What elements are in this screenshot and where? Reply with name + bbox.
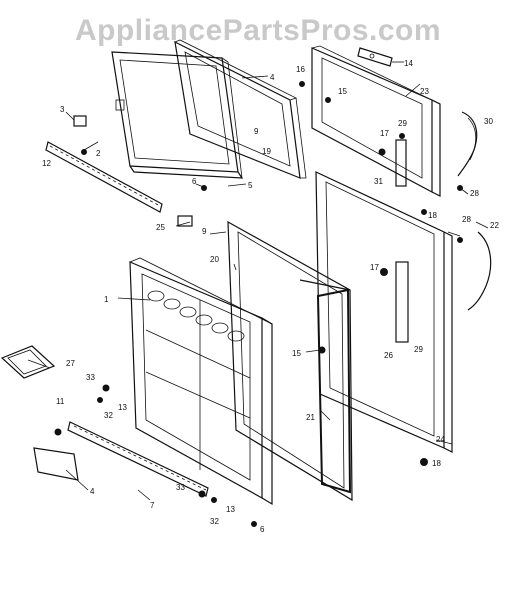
callout-7: 7 [150, 501, 155, 510]
callout-13a: 13 [118, 403, 127, 412]
callout-19: 19 [262, 147, 271, 156]
callout-labels: 1 2 3 4 4 5 6 6 7 9 9 11 12 13 13 14 15 … [42, 59, 499, 534]
callout-22: 22 [490, 221, 499, 230]
handle-trim [33, 447, 79, 481]
fresh-food-door-gasket [227, 220, 353, 502]
callout-4b: 4 [90, 487, 95, 496]
hinge-strips [395, 139, 409, 343]
callout-26: 26 [384, 351, 393, 360]
callout-4a: 4 [270, 73, 275, 82]
hardware-fasteners [54, 81, 463, 527]
callout-13b: 13 [226, 505, 235, 514]
handle-end-cap [73, 115, 87, 127]
fresh-food-door-liner [315, 171, 453, 453]
callout-18a: 18 [428, 211, 437, 220]
fresh-food-handle-rail [67, 421, 209, 497]
callout-17a: 17 [380, 129, 389, 138]
callout-5: 5 [248, 181, 253, 190]
upper-hinge-arm [457, 111, 478, 177]
fresh-food-door [129, 257, 273, 506]
callout-25: 25 [156, 223, 165, 232]
callout-17b: 17 [370, 263, 379, 272]
callout-6b: 6 [260, 525, 265, 534]
callout-24: 24 [436, 435, 445, 444]
callout-21: 21 [306, 413, 315, 422]
callout-30: 30 [484, 117, 493, 126]
lower-hinge-arm [467, 231, 492, 311]
freezer-handle-rail [45, 141, 163, 213]
watermark-logo: AppliancePartsPros.com [74, 14, 442, 47]
callout-15a: 15 [338, 87, 347, 96]
freezer-door-liner [311, 45, 441, 197]
callout-16: 16 [296, 65, 305, 74]
callout-29a: 29 [398, 119, 407, 128]
callout-23: 23 [420, 87, 429, 96]
callout-18b: 18 [432, 459, 441, 468]
callout-11: 11 [56, 397, 65, 406]
callout-12: 12 [42, 159, 51, 168]
callout-28a: 28 [470, 189, 479, 198]
callout-32b: 32 [210, 517, 219, 526]
callout-20: 20 [210, 255, 219, 264]
freezer-door-gasket [174, 39, 307, 179]
callout-9b: 9 [202, 227, 207, 236]
callout-14: 14 [404, 59, 413, 68]
callout-15b: 15 [292, 349, 301, 358]
callout-33b: 33 [176, 483, 185, 492]
callout-32a: 32 [104, 411, 113, 420]
top-hinge-bracket [357, 47, 393, 67]
callout-9a: 9 [254, 127, 259, 136]
callout-3: 3 [60, 105, 65, 114]
callout-27: 27 [66, 359, 75, 368]
callout-2: 2 [96, 149, 101, 158]
freezer-door [111, 51, 244, 179]
callout-29b: 29 [414, 345, 423, 354]
leader-lines [27, 61, 489, 501]
callout-31: 31 [374, 177, 383, 186]
callout-1: 1 [104, 295, 109, 304]
callout-28b: 28 [462, 215, 471, 224]
egg-tray [147, 290, 245, 342]
dairy-shelf [0, 345, 56, 379]
callout-6a: 6 [192, 177, 197, 186]
callout-33a: 33 [86, 373, 95, 382]
